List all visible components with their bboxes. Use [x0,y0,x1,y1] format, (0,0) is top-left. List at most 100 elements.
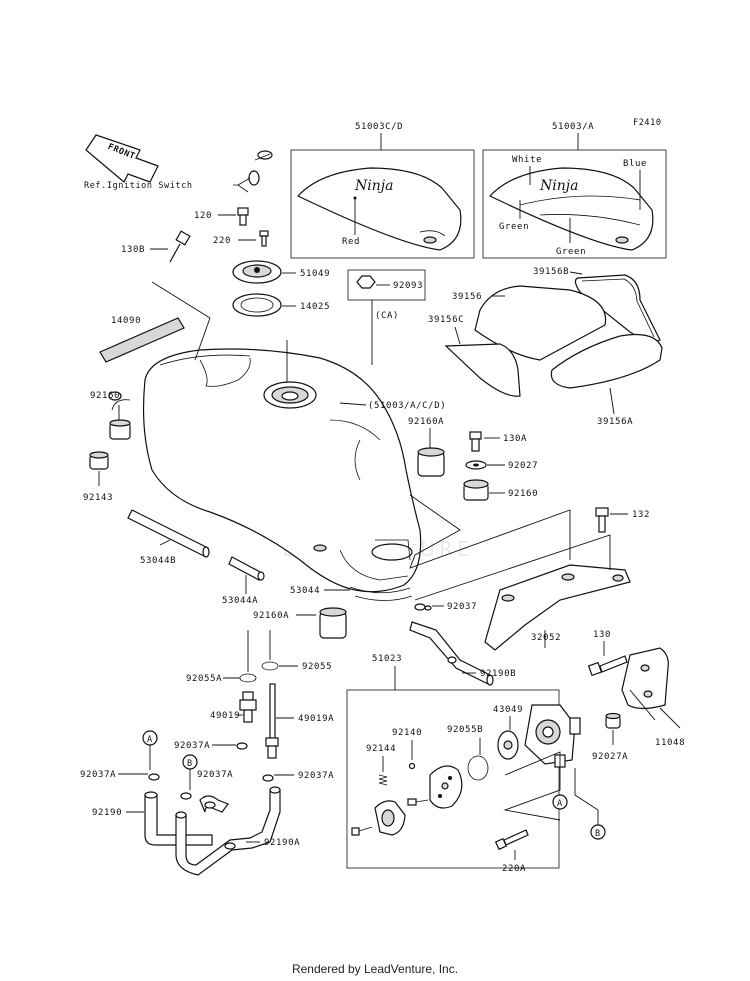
plate-11048-icon [621,647,669,710]
gasket-14025-icon [232,293,282,317]
label-39156a: 39156A [597,417,633,427]
label-92093-note: (CA) [375,311,399,321]
clamp-92037a-1-icon [236,742,248,750]
grommet-92143-icon [89,451,109,470]
front-arrow-icon: FRONT [85,134,159,183]
hose-92190a-icon [175,786,281,876]
label-49019a: 49019A [298,714,334,724]
svg-text:B: B [595,829,601,839]
bolt-132-icon [595,507,609,533]
label-92027a: 92027A [592,752,628,762]
washer-92027-icon [465,460,487,470]
label-120: 120 [194,211,212,221]
diagram-code: F2410 [633,118,662,128]
label-92144: 92144 [366,744,396,754]
label-49019: 49019 [210,711,240,721]
grommet-92160a-mid-icon [319,607,347,639]
label-92055b: 92055B [447,725,483,735]
decal-box-51003a [482,149,667,259]
valve-plate-icon [429,765,463,809]
collar-92027a-icon [605,712,621,729]
bracket-32052-icon [484,564,631,651]
grommet-92160a-top-icon [417,447,445,477]
label-220: 220 [213,236,231,246]
label-51003cd: 51003C/D [355,122,403,132]
fuel-pipe-49019-icon [239,691,257,723]
fuel-tap-body-icon [524,704,581,768]
gasket-43049-icon [497,730,519,760]
decal-right-color-green-1: Green [499,222,529,232]
label-92160a-top: 92160A [408,417,444,427]
label-11048: 11048 [655,738,685,748]
label-14025: 14025 [300,302,330,312]
label-92037a-1: 92037A [174,741,210,751]
decal-right-color-green-2: Green [556,247,586,257]
label-53044b: 53044B [140,556,176,566]
label-92160a-mid: 92160A [253,611,289,621]
bolt-130a-icon [469,431,482,452]
clamp-92037-icon [414,603,432,611]
screw-small-icon [407,798,429,806]
label-92190: 92190 [92,808,122,818]
oring-92055a-icon [239,673,257,683]
clamp-92037a-3-icon [180,792,192,800]
fuel-tank-icon [108,348,422,593]
sticker-39156c-icon [444,343,521,397]
label-39156b: 39156B [533,267,569,277]
label-39156c: 39156C [428,315,464,325]
label-92143: 92143 [83,493,113,503]
label-92037a-2: 92037A [80,770,116,780]
decal-box-51003cd [290,149,475,259]
spring-92144-icon [378,774,388,786]
label-92037a-4: 92037A [298,771,334,781]
label-51023: 51023 [372,654,402,664]
ball-92140-icon [408,762,416,770]
label-51003a: 51003/A [552,122,594,132]
label-130a: 130A [503,434,527,444]
grommet-92160-left-icon [109,419,131,440]
label-32052: 32052 [531,633,561,643]
svg-text:A: A [147,735,153,745]
callout-a-right: A [552,794,568,810]
grommet-92160-right-icon [463,479,489,501]
label-92055: 92055 [302,662,332,672]
screw-220a-icon [494,829,529,851]
label-92093: 92093 [393,281,423,291]
fuel-cap-51049-icon [232,260,282,284]
oring-92055b-icon [467,755,489,781]
hose-92190b-icon [409,621,494,686]
decal-left-logo: Ninja [354,178,393,194]
callout-a-left: A [142,730,158,770]
strip-14090-icon [99,317,185,363]
decal-right-tank-icon: Ninja [489,167,654,251]
oring-92055-icon [261,661,279,671]
callout-b-left: B [182,754,198,790]
label-51003acd: (51003/A/C/D) [368,401,446,411]
box-92093 [347,269,426,301]
label-53044: 53044 [290,586,320,596]
footer-credit: Rendered by LeadVenture, Inc. [291,962,459,976]
decal-left-tank-icon: Ninja [297,167,462,251]
screw-knob-icon [351,826,373,836]
nut-92093-icon [356,275,376,289]
bolt-130-icon [587,655,628,677]
decal-right-logo: Ninja [539,178,578,194]
fuel-tap-box-51023 [346,689,560,869]
callout-b-right: B [590,824,606,840]
label-92037a-3: 92037A [197,770,233,780]
bolt-120-icon [237,207,249,226]
clamp-92037a-4-icon [262,774,274,782]
ignition-key-icon [233,150,273,193]
svg-text:A: A [557,799,563,809]
label-92160-right: 92160 [508,489,538,499]
clamp-92037a-2-icon [148,773,160,781]
decal-right-color-white: White [512,155,542,165]
label-132: 132 [632,510,650,520]
label-92190b: 92190B [480,669,516,679]
label-130b: 130B [121,245,145,255]
ref-ignition-switch-label: Ref.Ignition Switch [84,181,193,191]
label-130: 130 [593,630,611,640]
label-43049: 43049 [493,705,523,715]
fuel-pipe-49019a-icon [265,683,279,759]
